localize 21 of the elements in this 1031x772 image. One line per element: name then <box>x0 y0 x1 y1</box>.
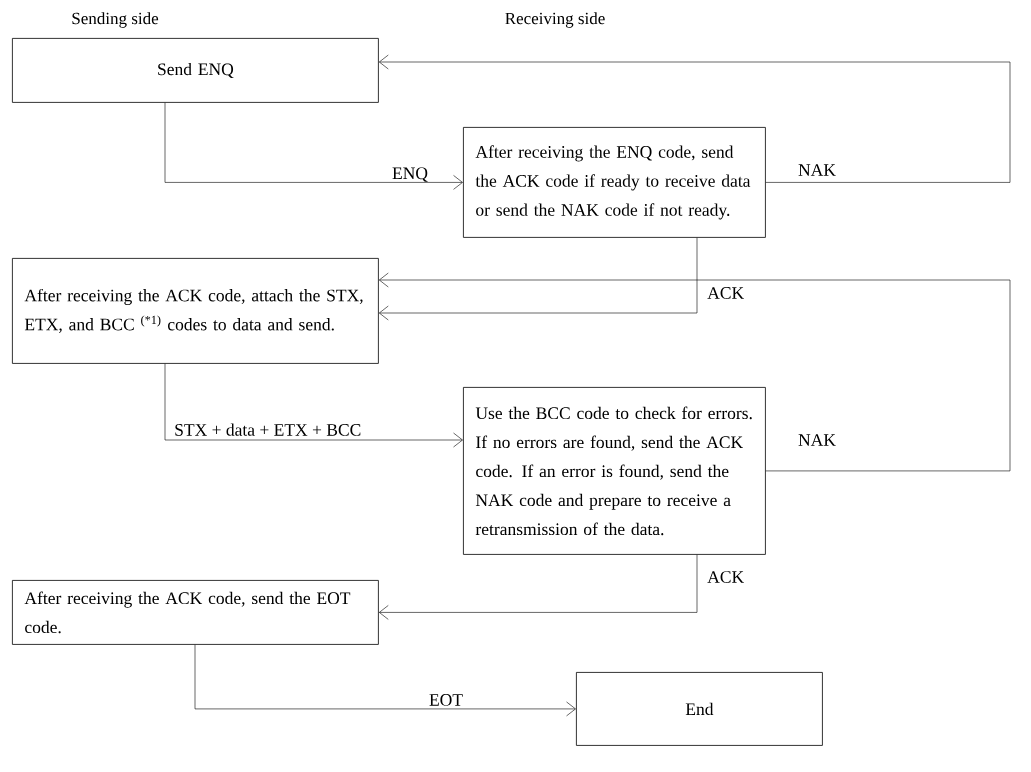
edge-label: ACK <box>707 571 744 583</box>
process-box: After receiving the ACK code, send the EOT code. <box>12 580 379 645</box>
arrow <box>194 644 576 717</box>
arrow <box>164 102 463 190</box>
column-heading: Receiving side <box>505 12 605 28</box>
edge-label: EOT <box>429 694 463 706</box>
process-box: End <box>576 672 823 746</box>
edge-label: NAK <box>798 164 836 176</box>
process-box: Use the BCC code to check for errors. If no errors are found, send the ACK code. If an error is found, send the NAK code and prepare to receive a retransmission of the data. <box>463 387 766 555</box>
edge-label: STX + data + ETX + BCC <box>175 423 361 436</box>
process-box: After receiving the ENQ code, send the ACK code if ready to receive data or send the NAK code if not ready. <box>463 127 766 238</box>
arrow <box>379 554 698 620</box>
edge-label: ACK <box>707 287 744 299</box>
arrow <box>164 363 463 448</box>
process-box: Send ENQ <box>12 38 379 103</box>
process-box: After receiving the ACK code, attach the STX, ETX, and BCC $^{(*1)}$ codes to data and send. <box>12 258 379 364</box>
arrow <box>379 54 1011 183</box>
arrow <box>379 272 1011 472</box>
edge-label: ENQ <box>392 167 428 182</box>
arrow <box>379 237 698 321</box>
edge-label: NAK <box>798 434 836 446</box>
